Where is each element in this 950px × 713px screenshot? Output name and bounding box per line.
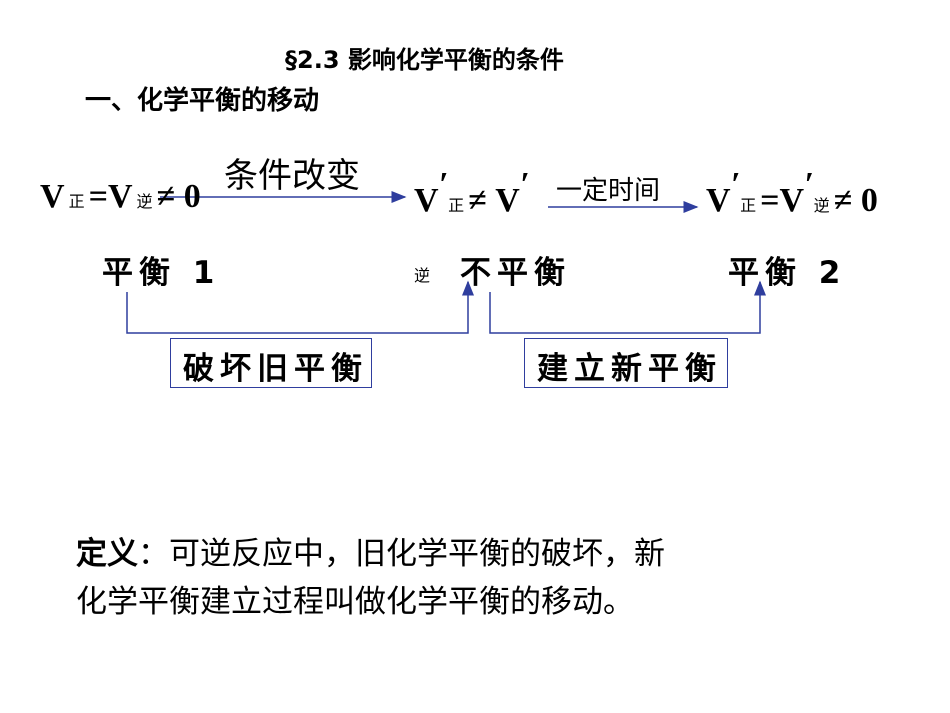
- eq1-equals-v: =V: [88, 178, 133, 215]
- equation-1: V 正 =V 逆 ≠ 0: [40, 178, 201, 216]
- bracket-build-new: [489, 280, 766, 334]
- eq2-sub-forward: 正: [448, 196, 465, 215]
- section-heading: 一、化学平衡的移动: [85, 86, 320, 116]
- eq1-sub-forward: 正: [68, 192, 85, 211]
- eq3-v: V: [706, 182, 731, 219]
- equation-2: V′正 ≠ V′: [414, 166, 529, 220]
- eq1-sub-reverse: 逆: [136, 192, 153, 211]
- break-old-balance-label: 破坏旧平衡: [183, 351, 368, 387]
- eq1-not-zero: ≠ 0: [156, 178, 201, 215]
- eq3-equals-v: =V: [760, 182, 805, 219]
- eq3-not-zero: ≠ 0: [833, 182, 878, 219]
- eq1-v: V: [40, 178, 65, 215]
- slide-title: §2.3 影响化学平衡的条件: [285, 46, 564, 74]
- state-imbalance: 不平衡: [460, 255, 571, 291]
- definition-body: 可逆反应中，旧化学平衡的破坏，新化学平衡建立过程叫做化学平衡的移动。: [76, 536, 665, 620]
- eq3-sub-forward: 正: [740, 196, 757, 215]
- build-new-balance-box: 建立新平衡: [524, 338, 728, 388]
- eq2-prime-1: ′: [438, 166, 449, 203]
- eq3-prime-2: ′: [804, 166, 814, 203]
- eq2-v: V: [414, 182, 439, 219]
- eq3-prime-1: ′: [730, 166, 741, 203]
- eq2-prime-2: ′: [519, 166, 530, 203]
- state-balance-1: 平衡 1: [102, 255, 221, 291]
- definition-paragraph: 定义：可逆反应中，旧化学平衡的破坏，新化学平衡建立过程叫做化学平衡的移动。: [76, 530, 676, 626]
- build-new-balance-label: 建立新平衡: [537, 351, 722, 387]
- definition-colon: ：: [138, 536, 169, 572]
- condition-change-label: 条件改变: [224, 156, 360, 196]
- eq2-not-equal-v: ≠ V: [468, 182, 520, 219]
- state-balance-2: 平衡 2: [728, 255, 847, 291]
- bracket-break-old: [126, 280, 474, 334]
- break-old-balance-box: 破坏旧平衡: [170, 338, 372, 388]
- eq3-sub-reverse: 逆: [813, 196, 830, 215]
- after-time-label: 一定时间: [556, 176, 661, 206]
- definition-heading: 定义: [76, 536, 138, 572]
- eq2-sub-reverse: 逆: [414, 266, 431, 285]
- equation-3: V′正 =V′逆 ≠ 0: [706, 166, 878, 220]
